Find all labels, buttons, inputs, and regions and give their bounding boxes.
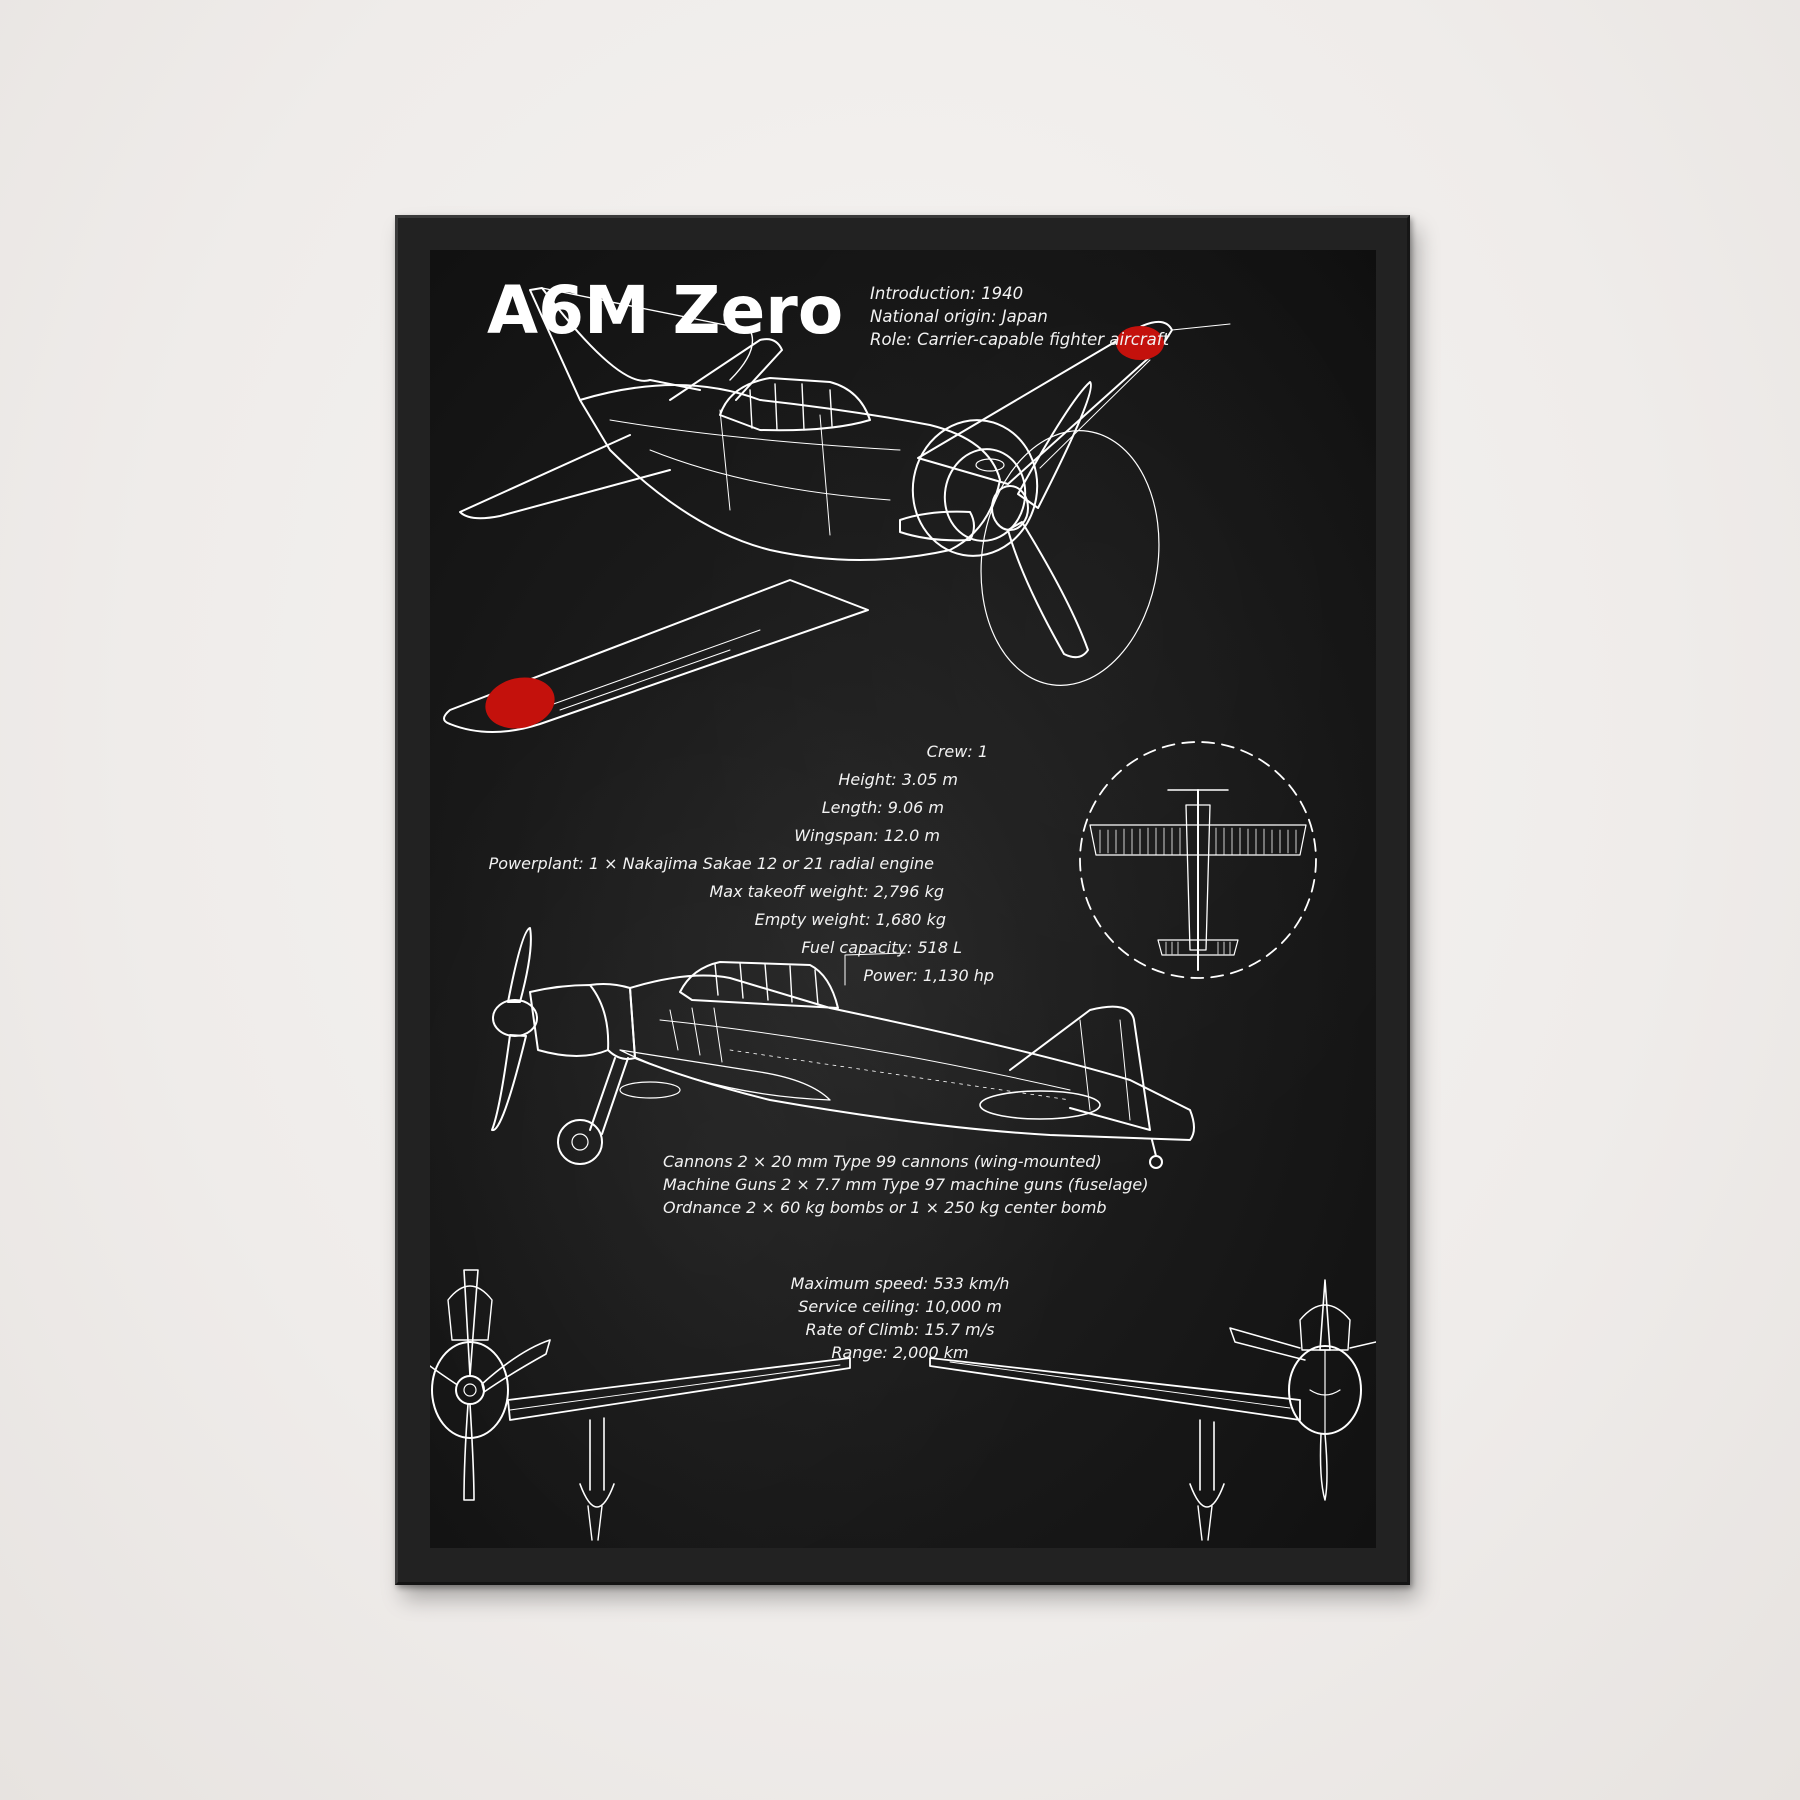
performance-block: Maximum speed: 533 km/h Service ceiling:… [750,1272,1050,1364]
armament-line: Ordnance 2 × 60 kg bombs or 1 × 250 kg c… [663,1198,1107,1217]
aircraft-side-view [491,927,1195,1169]
armament-line: Machine Guns 2 × 7.7 mm Type 97 machine … [663,1175,1149,1194]
specifications-list: Crew: 1 Height: 3.05 m Length: 9.06 m Wi… [488,738,994,990]
spec-line: Height: 3.05 m [838,770,958,789]
spec-line: Wingspan: 12.0 m [794,826,940,845]
frame-bevel [395,215,1410,1585]
blueprint-poster: A6M Zero Introduction: 1940 National ori… [430,250,1376,1548]
performance-line: Service ceiling: 10,000 m [798,1297,1002,1316]
intro-line: National origin: Japan [870,307,1048,326]
intro-line: Role: Carrier-capable fighter aircraft [870,330,1170,349]
armament-line: Cannons 2 × 20 mm Type 99 cannons (wing-… [663,1152,1102,1171]
intro-block: Introduction: 1940 National origin: Japa… [870,282,1169,351]
performance-line: Rate of Climb: 15.7 m/s [805,1320,995,1339]
spec-line: Empty weight: 1,680 kg [754,910,946,929]
spec-line: Max takeoff weight: 2,796 kg [709,882,944,901]
aircraft-front-view-left-half [430,1269,851,1541]
aircraft-top-view-circle [1079,741,1317,979]
spec-line: Length: 9.06 m [821,798,944,817]
roundel-far-wing [1116,326,1164,360]
spec-line: Powerplant: 1 × Nakajima Sakae 12 or 21 … [488,854,934,873]
spec-line: Crew: 1 [926,742,988,761]
spec-line: Fuel capacity: 518 L [801,938,962,957]
line-art-layer [430,287,1376,1541]
aircraft-front-view-right-half [929,1279,1376,1541]
armament-block: Cannons 2 × 20 mm Type 99 cannons (wing-… [663,1150,1148,1219]
spec-line: Power: 1,130 hp [863,966,994,985]
performance-line: Range: 2,000 km [831,1343,969,1362]
roundel-near-wing [485,677,555,729]
poster-title: A6M Zero [487,272,844,349]
intro-line: Introduction: 1940 [870,284,1024,303]
performance-line: Maximum speed: 533 km/h [790,1274,1010,1293]
aircraft-perspective-view [443,287,1231,733]
